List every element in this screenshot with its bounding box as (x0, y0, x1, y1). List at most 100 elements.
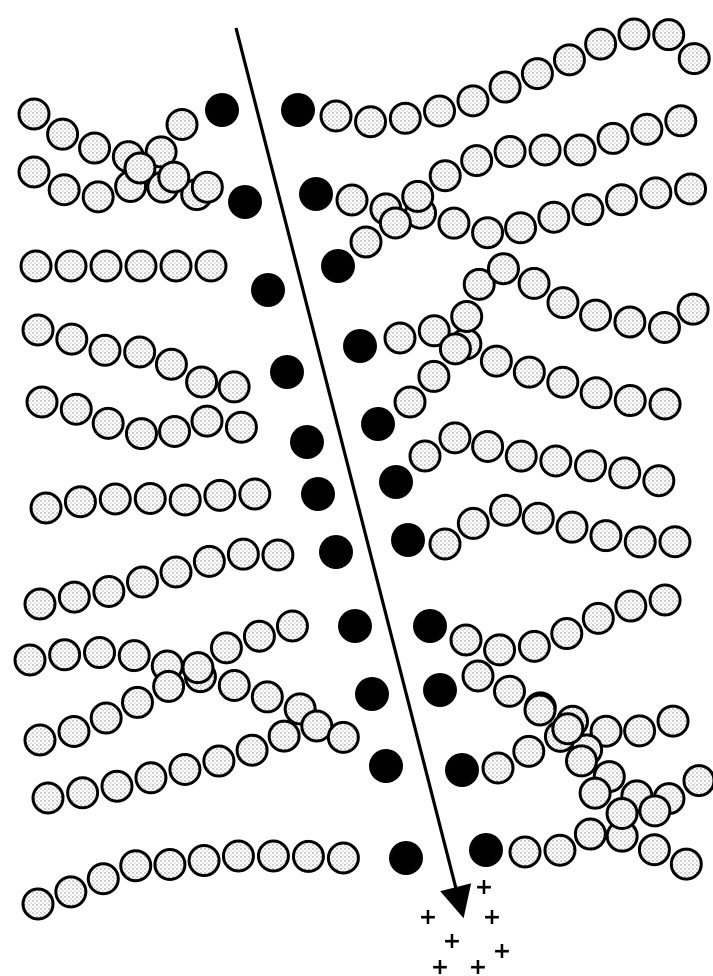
chain-bead (525, 695, 555, 725)
end-group (228, 185, 262, 219)
chain-bead (545, 835, 575, 865)
chain-bead (395, 387, 425, 417)
chain-bead (650, 389, 680, 419)
chain-bead (483, 753, 513, 783)
chain-bead (463, 661, 493, 691)
released-ions: +++++++ (419, 875, 511, 976)
chain-bead (615, 386, 645, 416)
chain-bead (226, 412, 256, 442)
chain-bead (192, 172, 222, 202)
left-chain (31, 479, 270, 523)
chain-bead (514, 357, 544, 387)
chain-bead (491, 495, 521, 525)
chain-bead (25, 725, 55, 755)
ion-plus-icon: + (493, 939, 511, 964)
chain-bead (607, 799, 637, 829)
right-chain (525, 695, 670, 829)
chain-bead (187, 367, 217, 397)
chain-bead (610, 458, 640, 488)
chain-bead (33, 783, 63, 813)
chain-bead (351, 227, 381, 257)
chain-bead (439, 208, 469, 238)
chain-bead (619, 19, 649, 49)
chain-bead (102, 771, 132, 801)
chain-bead (15, 645, 45, 675)
end-group (469, 833, 503, 867)
chain-bead (473, 218, 503, 248)
chain-bead (481, 346, 511, 376)
chain-bead (56, 251, 86, 281)
left-chain (23, 315, 249, 402)
end-group (379, 465, 413, 499)
chain-bead (565, 135, 595, 165)
chain-bead (59, 717, 89, 747)
chain-bead (205, 480, 235, 510)
chain-bead (19, 157, 49, 187)
chain-bead (136, 763, 166, 793)
chain-bead (566, 746, 596, 776)
ion-plus-icon: + (443, 929, 461, 954)
chain-bead (519, 631, 549, 661)
chain-bead (510, 837, 540, 867)
chain-bead (616, 591, 646, 621)
chain-bead (293, 841, 323, 871)
chain-bead (88, 864, 118, 894)
chain-bead (161, 251, 191, 281)
chain-bead (263, 540, 293, 570)
right-chain (410, 423, 674, 496)
ion-plus-icon: + (469, 955, 487, 976)
end-group (338, 609, 372, 643)
chain-bead (321, 101, 351, 131)
chain-bead (196, 251, 226, 281)
end-group (321, 249, 355, 283)
chain-bead (119, 641, 149, 671)
chain-bead (591, 521, 621, 551)
chain-bead (155, 849, 185, 879)
chain-bead (121, 851, 151, 881)
end-group (343, 329, 377, 363)
chain-bead (194, 546, 224, 576)
end-group (413, 609, 447, 643)
chain-bead (21, 251, 51, 281)
chain-bead (430, 529, 460, 559)
chain-bead (430, 161, 460, 191)
chain-bead (548, 367, 578, 397)
chain-bead (204, 746, 234, 776)
chain-bead (219, 372, 249, 402)
chain-bead (237, 735, 267, 765)
chain-bead (553, 714, 583, 744)
chain-bead (615, 307, 645, 337)
chain-bead (380, 208, 410, 238)
chain-bead (641, 178, 671, 208)
chain-bead (644, 466, 674, 496)
chain-bead (684, 766, 713, 796)
chain-bead (676, 174, 706, 204)
end-group (445, 753, 479, 787)
chain-bead (57, 324, 87, 354)
chain-bead (671, 849, 701, 879)
chain-bead (581, 378, 611, 408)
chain-bead (548, 288, 578, 318)
chain-bead (598, 123, 628, 153)
chain-bead (161, 557, 191, 587)
chain-bead (31, 493, 61, 523)
chain-bead (68, 778, 98, 808)
end-group (391, 523, 425, 557)
chain-bead (660, 527, 690, 557)
chain-bead (425, 96, 455, 126)
chain-bead (94, 576, 124, 606)
right-chain (451, 585, 680, 665)
left-chain (23, 841, 358, 919)
chain-bead (554, 45, 584, 75)
chain-bead (25, 589, 55, 619)
end-group (319, 535, 353, 569)
chain-bead (244, 621, 274, 651)
chain-bead (328, 722, 358, 752)
chain-bead (23, 889, 53, 919)
chain-bead (385, 323, 415, 353)
chain-bead (126, 419, 156, 449)
chain-bead (125, 153, 155, 183)
chain-bead (83, 182, 113, 212)
ion-plus-icon: + (419, 905, 437, 930)
